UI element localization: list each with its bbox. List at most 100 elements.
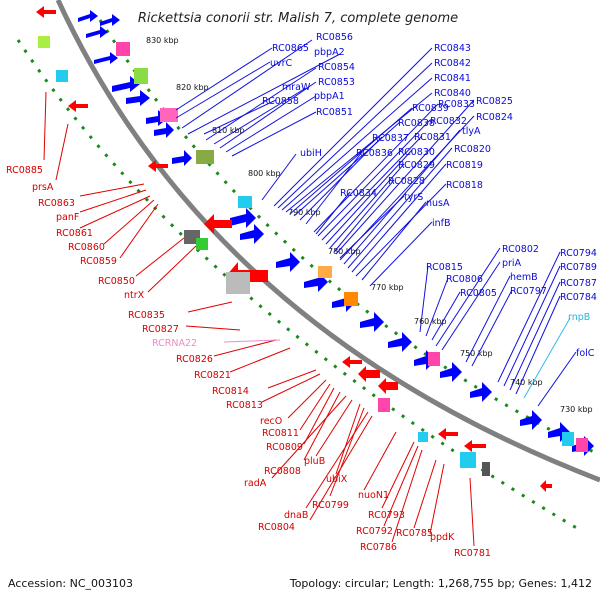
gene-label[interactable]: RC0853 [318,77,355,88]
rna-label[interactable]: RCRNA22 [152,338,197,349]
gene-arrow [378,378,398,394]
gene-label[interactable]: RC0837 [372,133,409,144]
gene-label[interactable]: RC0830 [398,147,435,158]
gene-label[interactable]: RC0786 [360,542,397,553]
gene-label[interactable]: RC0813 [226,400,263,411]
gene-label[interactable]: RC0836 [356,148,393,159]
gene-label[interactable]: RC0861 [56,228,93,239]
gene-label[interactable]: RC0792 [356,526,393,537]
gene-label[interactable]: dnaB [284,510,308,521]
gene-label[interactable]: hemB [510,272,538,283]
gene-label[interactable]: RC0850 [98,276,135,287]
scale-label-730: 730 kbp [560,405,593,414]
gene-label[interactable]: RC0793 [368,510,405,521]
gene-label[interactable]: uvrC [270,58,293,69]
leader-line [293,121,401,217]
gene-label[interactable]: pbpA1 [314,91,345,102]
gene-label[interactable]: RC0885 [6,165,43,176]
gene-label[interactable]: RC0794 [560,248,597,259]
rna-label[interactable]: rnpB [568,312,590,323]
gene-label[interactable]: RC0829 [398,160,435,171]
gene-label[interactable]: RC0804 [258,522,295,533]
leader-line [181,39,313,129]
gene-label[interactable]: infB [432,218,451,229]
gene-label[interactable]: RC0854 [318,62,355,73]
gene-label[interactable]: ubiH [300,148,322,159]
leader-line [383,445,419,527]
gene-label[interactable]: RC0827 [142,324,179,335]
gene-label[interactable]: priA [502,258,522,269]
gene-label[interactable]: RC0797 [510,286,547,297]
gene-arrow [358,366,380,382]
gene-label[interactable]: pluB [304,456,325,467]
leader-line [267,369,317,389]
leader-line [273,47,433,207]
gene-label[interactable]: RC0821 [194,370,231,381]
gene-label[interactable]: RC0841 [434,73,471,84]
gene-label[interactable]: RC0815 [426,262,463,273]
gene-label[interactable]: RC0833 [438,99,475,110]
gene-label[interactable]: pbpA2 [314,47,345,58]
gene-label[interactable]: RC0799 [312,500,349,511]
gene-label[interactable]: ntrX [124,290,145,301]
leader-line [313,103,439,233]
gene-label[interactable]: RC0858 [262,96,299,107]
gene-label[interactable]: RC0785 [396,528,433,539]
gene-label[interactable]: nuoN1 [358,490,389,501]
accession-text: Accession: NC_003103 [8,577,133,590]
gene-label[interactable]: RC0781 [454,548,491,559]
gene-label[interactable]: tlyA [462,126,481,137]
gene-label[interactable]: RC0842 [434,58,471,69]
gene-label[interactable]: RC0811 [262,428,299,439]
gene-label[interactable]: RC0828 [388,176,425,187]
gene-label[interactable]: RC0865 [272,43,309,54]
gene-label[interactable]: RC0784 [560,292,597,303]
gene-label[interactable]: radA [244,478,267,489]
feature-block [196,150,214,164]
gene-label[interactable]: RC0843 [434,43,471,54]
gene-label[interactable]: prsA [32,182,54,193]
gene-label[interactable]: RC0826 [176,354,213,365]
feature-block [562,432,574,446]
gene-label[interactable]: RC0860 [68,242,105,253]
gene-label[interactable]: RC0787 [560,278,597,289]
gene-label[interactable]: RC0851 [316,107,353,118]
gene-label[interactable]: RC0839 [412,103,449,114]
gene-label[interactable]: RC0832 [430,116,467,127]
gene-label[interactable]: RC0789 [560,262,597,273]
gene-label[interactable]: RC0831 [414,132,451,143]
gene-label[interactable]: nusA [426,198,450,209]
leader-line [471,289,513,367]
gene-label[interactable]: panF [56,212,79,223]
gene-label[interactable]: RC0814 [212,386,249,397]
gene-label[interactable]: RC0856 [316,32,353,43]
gene-label[interactable]: RC0819 [446,160,483,171]
gene-label[interactable]: RC0859 [80,256,117,267]
gene-label[interactable]: RC0809 [266,442,303,453]
gene-label[interactable]: RC0824 [476,112,513,123]
leader-line [503,265,561,387]
gene-label[interactable]: RC0838 [398,118,435,129]
leader-line [441,261,501,351]
gene-arrow [520,410,542,430]
gene-label[interactable]: ubiX [326,474,348,485]
gene-label[interactable]: RC0805 [460,288,497,299]
gene-label[interactable]: folC [576,348,595,359]
gene-label[interactable]: RC0840 [434,88,471,99]
gene-label[interactable]: tyrS [404,192,423,203]
gene-label[interactable]: RC0802 [502,244,539,255]
gene-label[interactable]: RC0863 [38,198,75,209]
gene-label[interactable]: RC0835 [128,310,165,321]
gene-label[interactable]: mraW [282,82,311,93]
gene-label[interactable]: RC0820 [454,144,491,155]
gene-label[interactable]: RC0806 [446,274,483,285]
feature-block [378,398,390,412]
feature-block [134,68,148,84]
gene-label[interactable]: RC0808 [264,466,301,477]
gene-label[interactable]: RC0834 [340,188,377,199]
gene-label[interactable]: ppdK [430,532,455,543]
gene-label[interactable]: recO [260,416,282,427]
leader-line [343,129,461,265]
gene-label[interactable]: RC0818 [446,180,483,191]
gene-label[interactable]: RC0825 [476,96,513,107]
